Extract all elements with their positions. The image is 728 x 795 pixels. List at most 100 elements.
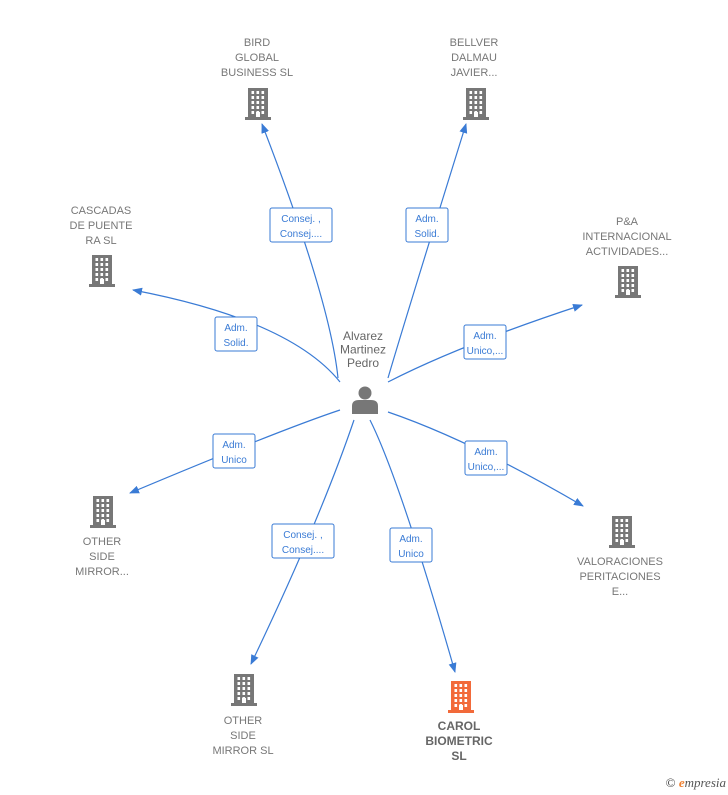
role-label-line: Adm. xyxy=(224,323,247,334)
role-label-line: Adm. xyxy=(399,534,422,545)
person-label-line: Pedro xyxy=(347,356,379,370)
edge-cascadas-de-puente xyxy=(132,287,341,383)
building-icon[interactable] xyxy=(89,255,115,287)
role-label-line: Adm. xyxy=(415,214,438,225)
company-label-line: OTHER xyxy=(83,536,122,548)
company-label-line: P&A xyxy=(616,216,639,228)
company-label-line: RA SL xyxy=(85,235,116,247)
building-icon[interactable] xyxy=(231,674,257,706)
building-icon[interactable] xyxy=(245,88,271,120)
company-node-cascadas-de-puente[interactable]: CASCADAS DE PUENTE RA SL xyxy=(70,205,133,287)
role-label: Adm. Unico,... xyxy=(467,331,504,357)
role-label-line: Consej. , xyxy=(281,214,320,225)
building-icon[interactable] xyxy=(615,266,641,298)
company-label: VALORACIONES PERITACIONES E... xyxy=(577,556,663,598)
building-icon[interactable] xyxy=(448,681,474,713)
company-label-line: E... xyxy=(612,586,629,598)
role-label-line: Adm. xyxy=(222,440,245,451)
copyright-symbol: © xyxy=(665,775,676,790)
company-label: BELLVER DALMAU JAVIER... xyxy=(450,37,499,79)
role-label-line: Unico,... xyxy=(468,462,505,473)
company-label-line: BUSINESS SL xyxy=(221,67,293,79)
brand-rest: mpresia xyxy=(684,775,726,790)
edges-layer xyxy=(129,123,584,673)
role-label: Adm. Unico xyxy=(221,440,247,466)
role-label-line: Consej.... xyxy=(282,545,324,556)
company-label-line: MIRROR SL xyxy=(212,745,273,757)
company-label-line: DE PUENTE xyxy=(70,220,133,232)
role-label-line: Adm. xyxy=(474,447,497,458)
building-icon[interactable] xyxy=(463,88,489,120)
company-label-line: SL xyxy=(451,749,466,763)
company-label-line: OTHER xyxy=(224,715,263,727)
company-label-line: BIOMETRIC xyxy=(425,734,493,748)
company-label: CASCADAS DE PUENTE RA SL xyxy=(70,205,133,247)
brand-logo[interactable]: empresia xyxy=(679,775,726,790)
role-box-cascadas-de-puente[interactable]: Adm. Solid. xyxy=(214,316,258,352)
company-node-bird-global-business[interactable]: BIRD GLOBAL BUSINESS SL xyxy=(221,37,293,120)
company-label-line: SIDE xyxy=(89,551,115,563)
company-label-line: VALORACIONES xyxy=(577,556,663,568)
role-label-line: Consej. , xyxy=(283,530,322,541)
role-box-bird-global-business[interactable]: Consej. , Consej.... xyxy=(269,207,333,243)
role-label-line: Solid. xyxy=(223,338,248,349)
edge-other-side-mirror-1 xyxy=(129,409,341,494)
company-node-pa-internacional[interactable]: P&A INTERNACIONAL ACTIVIDADES... xyxy=(582,216,672,298)
building-icon[interactable] xyxy=(90,496,116,528)
role-label: Consej. , Consej.... xyxy=(280,214,322,240)
company-label-line: BIRD xyxy=(244,37,270,49)
company-node-other-side-mirror-sl[interactable]: OTHER SIDE MIRROR SL xyxy=(212,674,274,757)
company-label-line: CASCADAS xyxy=(71,205,132,217)
company-label-line: GLOBAL xyxy=(235,52,279,64)
role-label: Adm. Solid. xyxy=(223,323,248,349)
role-box-other-side-mirror-1[interactable]: Adm. Unico xyxy=(212,433,256,469)
edge-bird-global-business xyxy=(261,123,339,379)
role-label-line: Solid. xyxy=(414,229,439,240)
person-label-line: Alvarez xyxy=(343,329,383,343)
role-label-line: Unico xyxy=(221,455,247,466)
role-label: Adm. Unico xyxy=(398,534,424,560)
role-label: Consej. , Consej.... xyxy=(282,530,324,556)
nodes-layer: BIRD GLOBAL BUSINESS SL BELLVER DALMAU JAVIER… xyxy=(70,37,672,763)
company-label-line: CAROL xyxy=(438,719,481,733)
company-label-line: JAVIER... xyxy=(451,67,498,79)
person-icon[interactable] xyxy=(352,386,378,415)
company-node-bellver-dalmau[interactable]: BELLVER DALMAU JAVIER... xyxy=(450,37,499,120)
role-label-line: Consej.... xyxy=(280,229,322,240)
company-label-line: INTERNACIONAL xyxy=(582,231,671,243)
role-box-other-side-mirror-sl[interactable]: Consej. , Consej.... xyxy=(271,523,335,559)
company-label-line: BELLVER xyxy=(450,37,499,49)
company-label: OTHER SIDE MIRROR... xyxy=(75,536,129,578)
company-node-valoraciones[interactable]: VALORACIONES PERITACIONES E... xyxy=(577,516,663,598)
role-box-carol-biometric[interactable]: Adm. Unico xyxy=(389,527,433,563)
role-label-line: Unico,... xyxy=(467,346,504,357)
role-box-bellver-dalmau[interactable]: Adm. Solid. xyxy=(405,207,449,243)
role-label-line: Unico xyxy=(398,549,424,560)
company-label-line: PERITACIONES xyxy=(579,571,660,583)
role-label-line: Adm. xyxy=(473,331,496,342)
company-label-line: MIRROR... xyxy=(75,566,129,578)
brand-initial: e xyxy=(678,775,685,790)
company-label: P&A INTERNACIONAL ACTIVIDADES... xyxy=(582,216,671,258)
edge-carol-biometric xyxy=(369,419,457,673)
company-node-other-side-mirror-1[interactable]: OTHER SIDE MIRROR... xyxy=(75,496,129,578)
role-box-pa-internacional[interactable]: Adm. Unico,... xyxy=(463,324,507,360)
company-label-line: DALMAU xyxy=(451,52,497,64)
role-box-valoraciones[interactable]: Adm. Unico,... xyxy=(464,440,508,476)
company-label-line: SIDE xyxy=(230,730,256,742)
company-label: BIRD GLOBAL BUSINESS SL xyxy=(221,37,293,79)
person-label-line: Martinez xyxy=(340,343,386,357)
roles-layer: Consej. ,Consej....Adm.Solid.Adm.Solid.A… xyxy=(212,207,508,563)
building-icon[interactable] xyxy=(609,516,635,548)
company-label: OTHER SIDE MIRROR SL xyxy=(212,715,273,757)
role-label: Adm. Unico,... xyxy=(468,447,505,473)
role-label: Adm. Solid. xyxy=(414,214,439,240)
company-label-line: ACTIVIDADES... xyxy=(586,246,669,258)
copyright-footer: © empresia xyxy=(666,775,726,791)
